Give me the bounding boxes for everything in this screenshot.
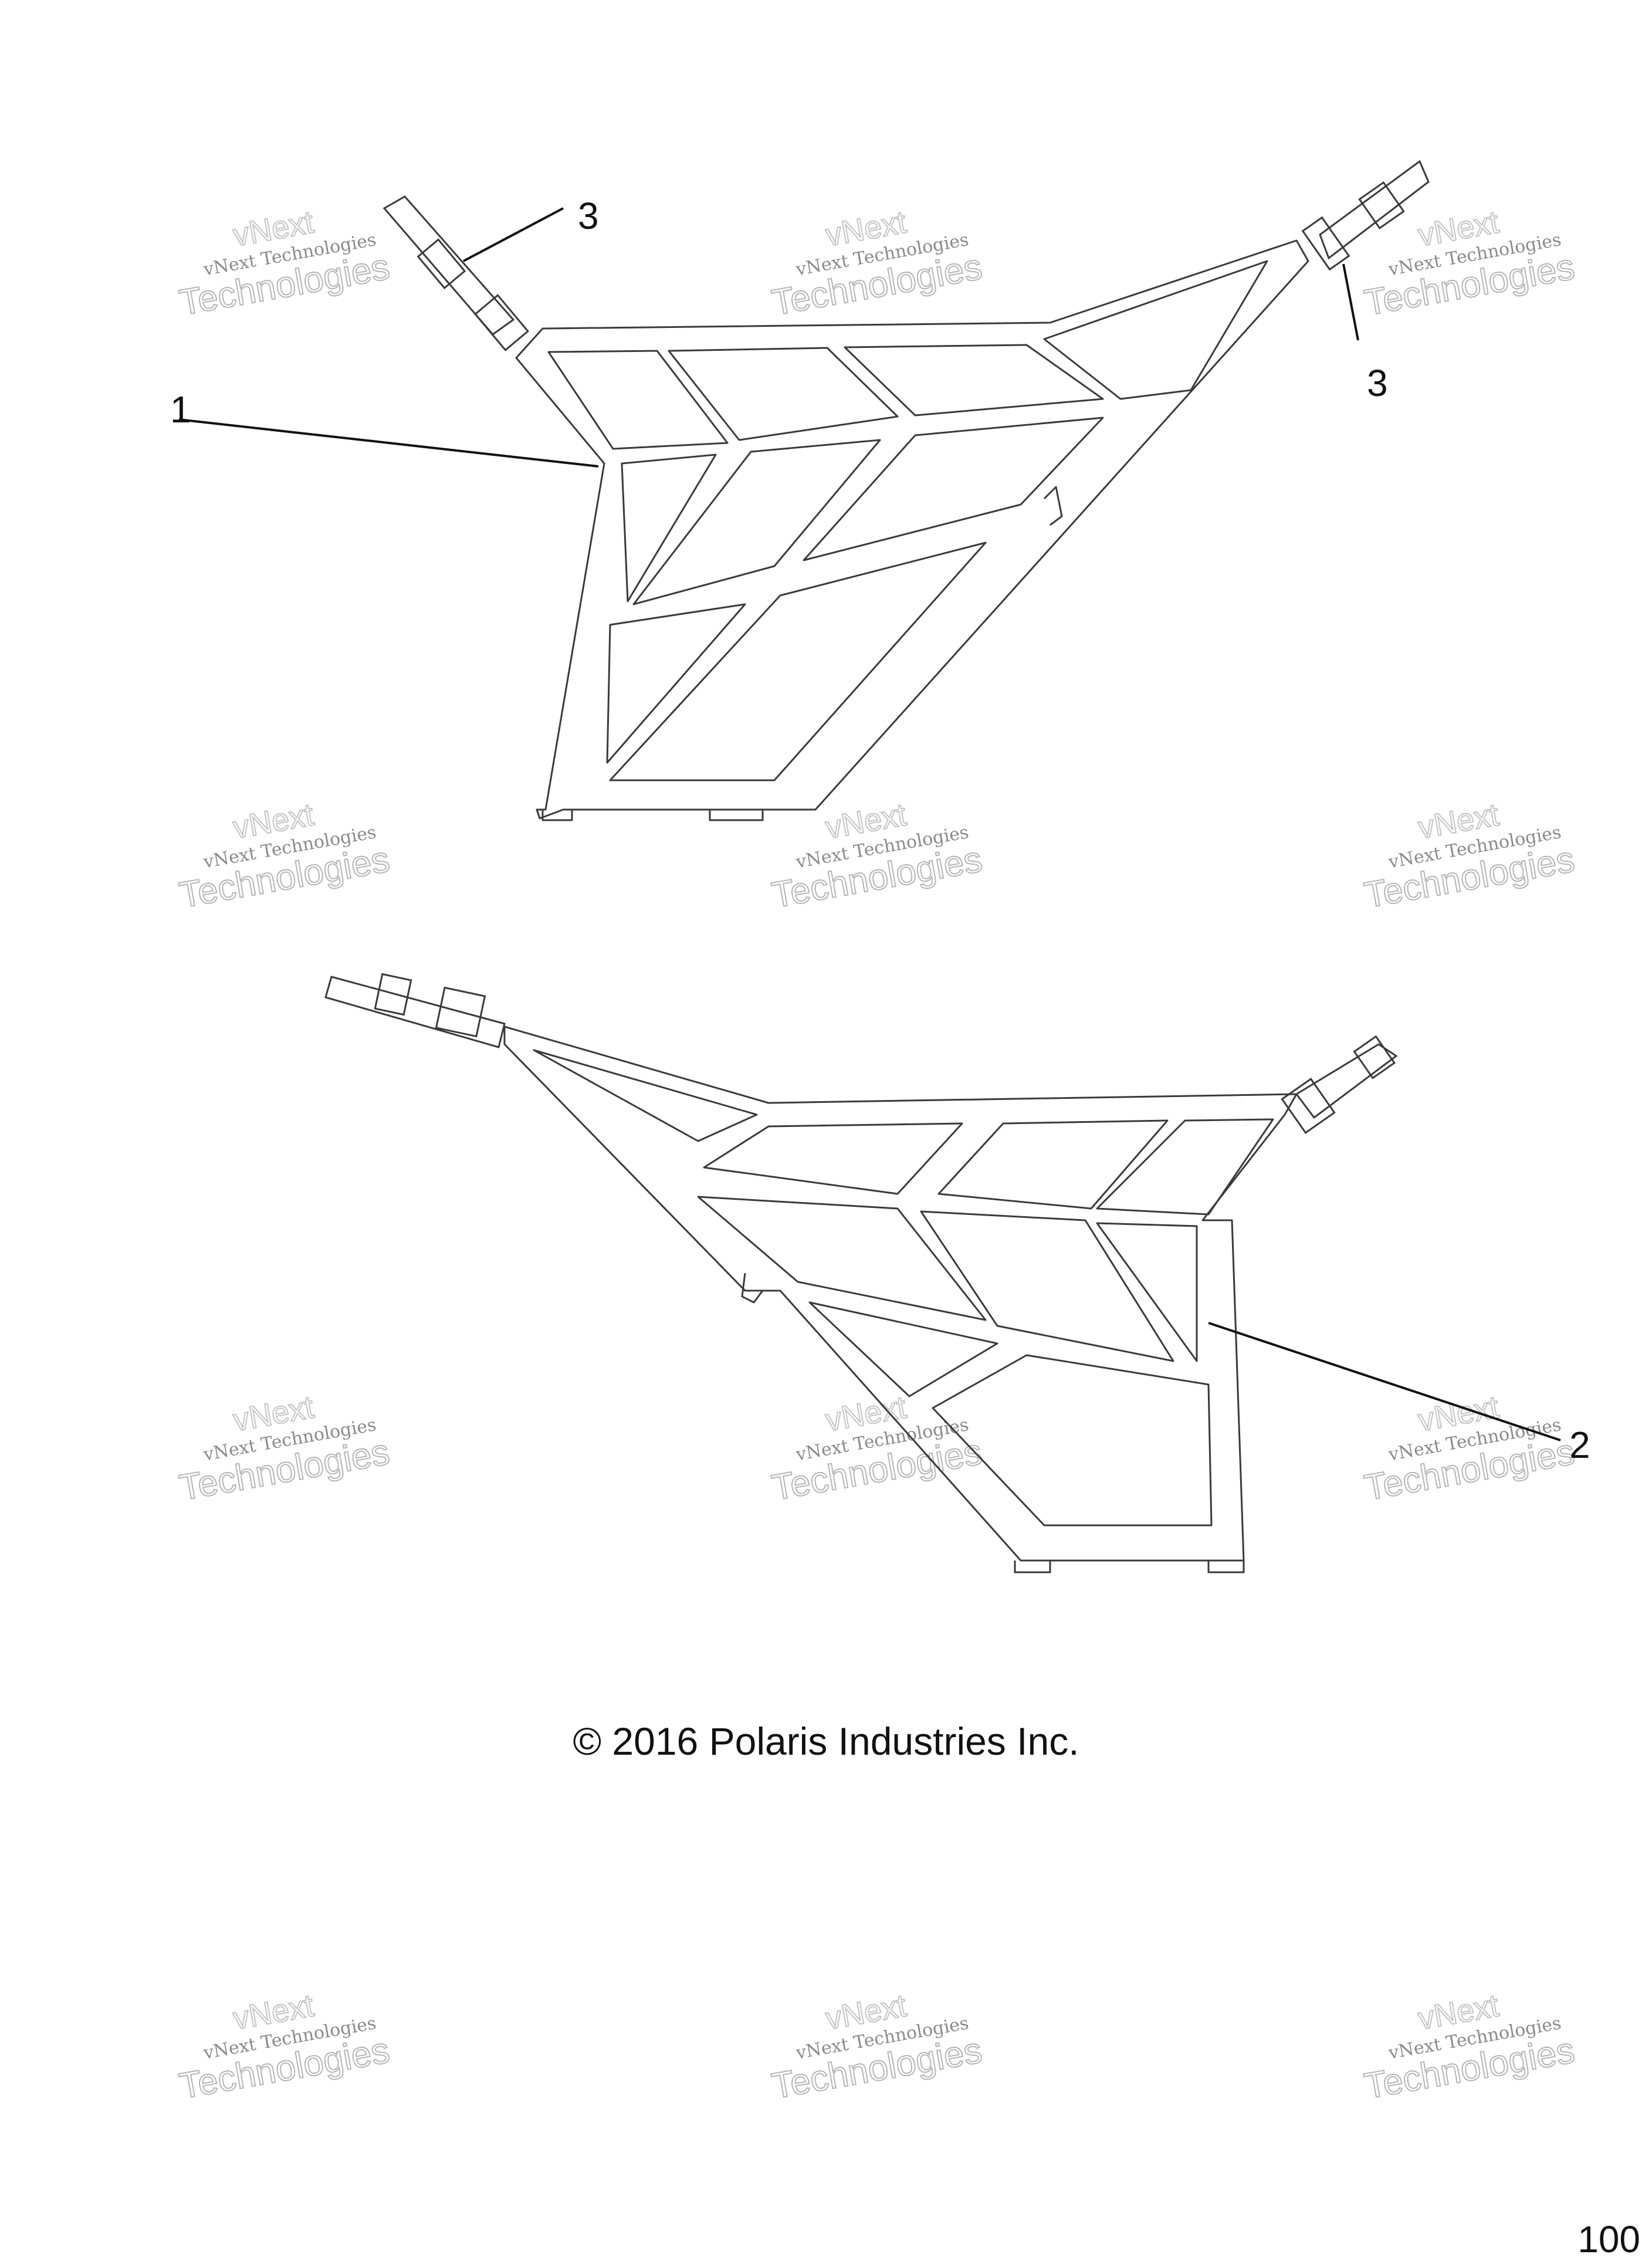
upper-net-cell bbox=[803, 417, 1104, 561]
leader-1 bbox=[178, 418, 599, 468]
door-net-lower bbox=[503, 1025, 1298, 1573]
lower-net-cell bbox=[808, 1301, 998, 1397]
watermarks: vNext vNext Technologies Technologies vN… bbox=[176, 204, 1578, 2108]
callout-1: 1 bbox=[170, 388, 191, 431]
strap-buckle bbox=[1353, 1035, 1396, 1079]
upper-net-cell bbox=[547, 350, 729, 450]
lower-net-tab bbox=[741, 1272, 764, 1304]
leader-3a bbox=[463, 207, 564, 262]
lower-net-cell bbox=[937, 1119, 1169, 1210]
upper-net-cell bbox=[632, 439, 881, 605]
watermark-r1c1: vNext vNext Technologies Technologies bbox=[176, 204, 393, 324]
lower-right-strap bbox=[1281, 1035, 1398, 1134]
upper-net-cell bbox=[606, 603, 746, 764]
upper-right-strap bbox=[1301, 160, 1430, 271]
upper-net-outline bbox=[515, 239, 1309, 820]
lower-net-cell bbox=[1096, 1118, 1274, 1216]
watermark-r2c1: vNext vNext Technologies Technologies bbox=[176, 797, 393, 917]
strap-buckle bbox=[417, 238, 466, 290]
lower-net-cell bbox=[703, 1122, 963, 1195]
strap-buckle bbox=[1281, 1078, 1336, 1134]
strap-buckle bbox=[1301, 216, 1350, 271]
strap-buckle bbox=[474, 294, 529, 351]
watermark-r4c3: vNext vNext Technologies Technologies bbox=[1361, 1988, 1578, 2108]
lower-net-cell bbox=[533, 1049, 758, 1142]
watermark-r2c3: vNext vNext Technologies Technologies bbox=[1361, 797, 1578, 917]
upper-left-strap bbox=[382, 195, 529, 351]
lower-net-cell bbox=[920, 1210, 1174, 1362]
leader-3b bbox=[1342, 263, 1359, 341]
upper-net-cell bbox=[1043, 260, 1268, 400]
watermark-r1c3: vNext vNext Technologies Technologies bbox=[1361, 204, 1578, 324]
callout-2: 2 bbox=[1569, 1424, 1590, 1466]
upper-net-cell bbox=[609, 541, 987, 781]
strap-buckle bbox=[374, 973, 412, 1016]
door-net-upper bbox=[515, 239, 1309, 821]
leader-2 bbox=[1208, 1322, 1561, 1441]
watermark-r3c1: vNext vNext Technologies Technologies bbox=[176, 1389, 393, 1509]
lower-net-cell bbox=[932, 1354, 1213, 1526]
callout-3: 3 bbox=[578, 195, 599, 237]
strap-buckle bbox=[435, 986, 486, 1038]
copyright-notice: © 2016 Polaris Industries Inc. bbox=[573, 1720, 1079, 1763]
page-number: 100 bbox=[1577, 2218, 1640, 2260]
upper-net-foot bbox=[541, 810, 764, 821]
upper-net-cell bbox=[668, 347, 899, 441]
upper-net-tab bbox=[1043, 486, 1063, 526]
watermark-r1c2: vNext vNext Technologies Technologies bbox=[769, 204, 986, 324]
lower-left-strap bbox=[324, 973, 506, 1048]
lower-net-foot bbox=[1014, 1561, 1245, 1573]
watermark-r4c2: vNext vNext Technologies Technologies bbox=[769, 1988, 986, 2108]
callout-3: 3 bbox=[1367, 362, 1388, 404]
strap-buckle bbox=[1358, 181, 1405, 230]
lower-net-cell bbox=[1096, 1222, 1198, 1362]
upper-net-cell bbox=[621, 453, 717, 603]
lower-net-cell bbox=[697, 1196, 987, 1321]
lower-net-outline bbox=[503, 1025, 1298, 1562]
upper-net-cell bbox=[844, 344, 1104, 417]
watermark-r3c3: vNext vNext Technologies Technologies bbox=[1361, 1389, 1578, 1509]
watermark-r2c2: vNext vNext Technologies Technologies bbox=[769, 797, 986, 917]
watermark-r4c1: vNext vNext Technologies Technologies bbox=[176, 1988, 393, 2108]
